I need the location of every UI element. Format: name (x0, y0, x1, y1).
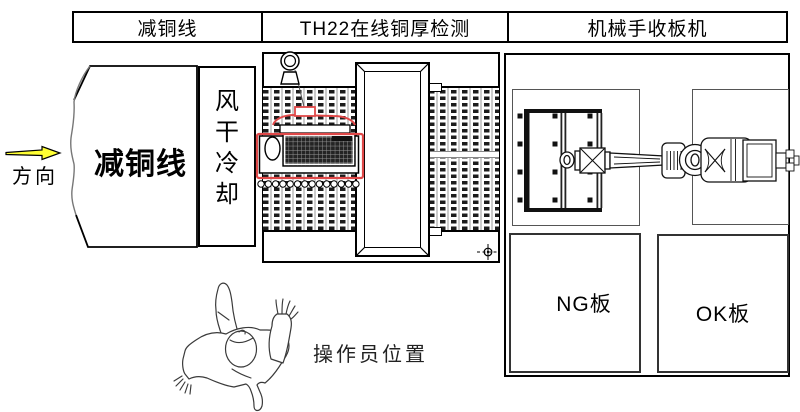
operator-figure (173, 282, 299, 412)
inspection-gantry (355, 62, 430, 257)
header-cell-robot: 机械手收板机 (507, 13, 786, 41)
header-row: 减铜线 TH22在线铜厚检测 机械手收板机 (72, 11, 788, 43)
ng-board-box: NG板 (509, 233, 641, 373)
operator-position-label: 操作员位置 (313, 344, 428, 366)
air-cooling-char-3: 冷 (215, 150, 239, 177)
chain-row (257, 180, 360, 188)
operator-right-arm (268, 313, 292, 364)
ng-board-label: NG板 (556, 293, 612, 316)
eyebolt-mount (280, 71, 300, 85)
header-label-robot: 机械手收板机 (587, 18, 708, 40)
operator-left-hand-fingers (173, 375, 192, 395)
conveyor-rollers-right (429, 88, 499, 230)
copper-line-label: 减铜线 (94, 148, 187, 181)
direction-arrow-icon (5, 145, 62, 161)
air-cooling-char-2: 干 (215, 119, 239, 146)
air-cooling-char-1: 风 (215, 88, 239, 115)
header-cell-copper-line: 减铜线 (74, 13, 261, 41)
copper-line-shape (70, 65, 198, 248)
air-cooling-box: 风 干 冷 却 (198, 66, 256, 247)
direction-label: 方向 (12, 166, 58, 188)
ok-board-label: OK板 (695, 302, 751, 326)
operator-head (224, 330, 258, 368)
gantry-bracket-top (429, 83, 442, 92)
ok-board-box: OK板 (657, 234, 789, 373)
gantry-bracket-bottom (429, 227, 442, 236)
datum-symbol (477, 244, 499, 260)
header-label-th22: TH22在线铜厚检测 (299, 18, 471, 40)
robot-arm (559, 137, 800, 183)
board-pass-line (429, 151, 499, 158)
air-cooling-char-4: 却 (215, 181, 239, 208)
header-cell-th22: TH22在线铜厚检测 (261, 13, 507, 41)
inspection-gantry-inner (364, 71, 421, 248)
robot-arm-drawing (517, 109, 800, 212)
operator-left-arm (215, 282, 241, 339)
thickness-gauge-device (255, 51, 365, 188)
header-label-copper-line: 减铜线 (137, 18, 198, 40)
eyebolt-ring (280, 51, 300, 71)
gantry-corner-ticks (357, 64, 428, 255)
operator-right-hand-fingers (275, 298, 299, 320)
robot-area-box: NG板 OK板 (504, 53, 790, 377)
